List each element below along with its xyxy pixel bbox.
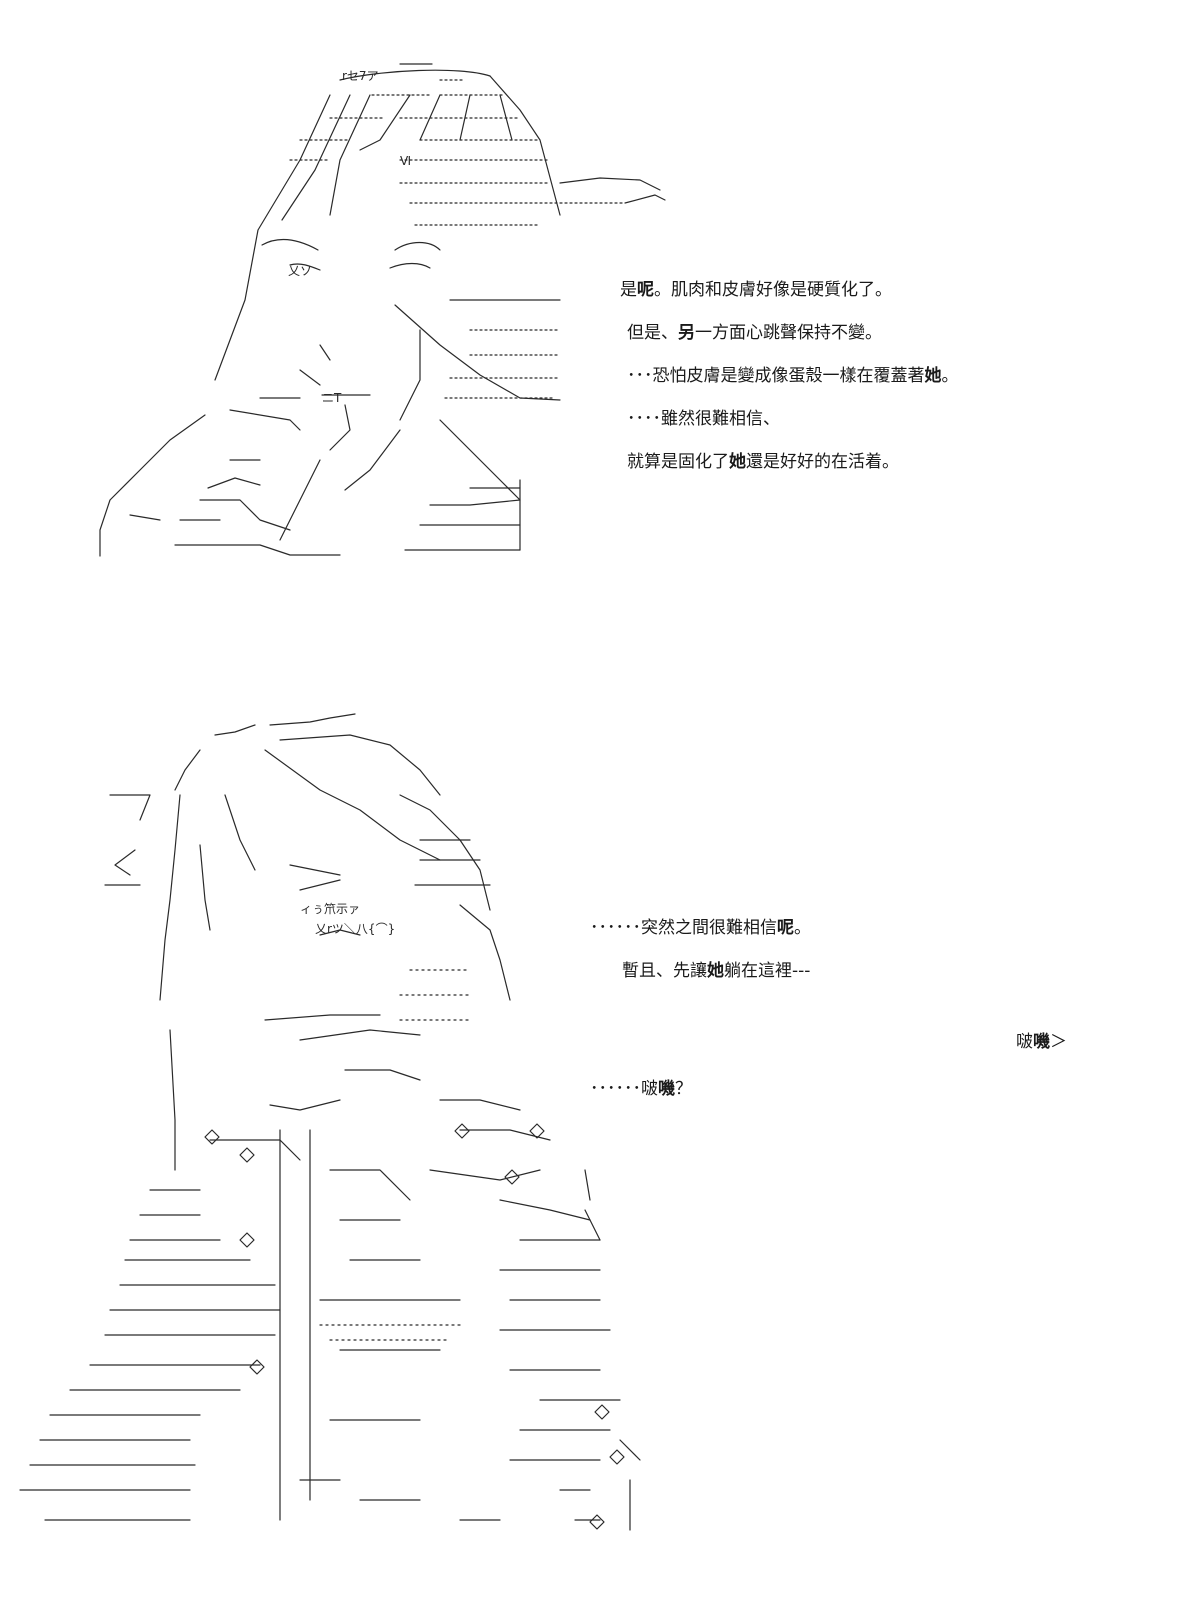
- dialog-line: ･･････啵嘰？: [590, 1079, 692, 1099]
- art-glyph: ィぅ笊示ァ: [300, 901, 360, 916]
- art-glyph: 乂ソ: [288, 264, 312, 278]
- dialog-line: 啵嘰＞: [1016, 1032, 1067, 1052]
- ascii-art-figure-top: rセ7ア Ⅵ 乂ソ ニT: [99, 63, 666, 557]
- dialog-line: 就算是固化了她還是好好的在活着。: [627, 452, 899, 472]
- dialog-line: 是呢。肌肉和皮膚好像是硬質化了。: [620, 280, 892, 300]
- dialog-line: ･･････突然之間很難相信呢。: [590, 918, 811, 938]
- panel-bottom: ィぅ笊示ァ 乂rツ＼八{⌒} ･･････突然之間很難相信呢。 暫且、先讓她躺在…: [0, 700, 1187, 1597]
- panel-top: rセ7ア Ⅵ 乂ソ ニT 是呢。肌肉和皮膚好像是硬質化了。 但是、另一方面心跳聲…: [0, 0, 1187, 600]
- art-glyph: rセ7ア: [342, 69, 379, 83]
- ascii-art-figure-bottom: ィぅ笊示ァ 乂rツ＼八{⌒}: [19, 713, 641, 1531]
- dialog-line: ････雖然很難相信、: [627, 409, 780, 429]
- art-glyph: 乂rツ＼八{⌒}: [315, 922, 395, 936]
- dialog-line: 暫且、先讓她躺在這裡---: [622, 961, 811, 981]
- art-glyph: ニT: [322, 391, 342, 405]
- dialog-line: ･･･恐怕皮膚是變成像蛋殼一樣在覆蓋著她。: [627, 366, 959, 386]
- dialog-line: 但是、另一方面心跳聲保持不變。: [627, 323, 882, 343]
- art-glyph: Ⅵ: [400, 154, 411, 168]
